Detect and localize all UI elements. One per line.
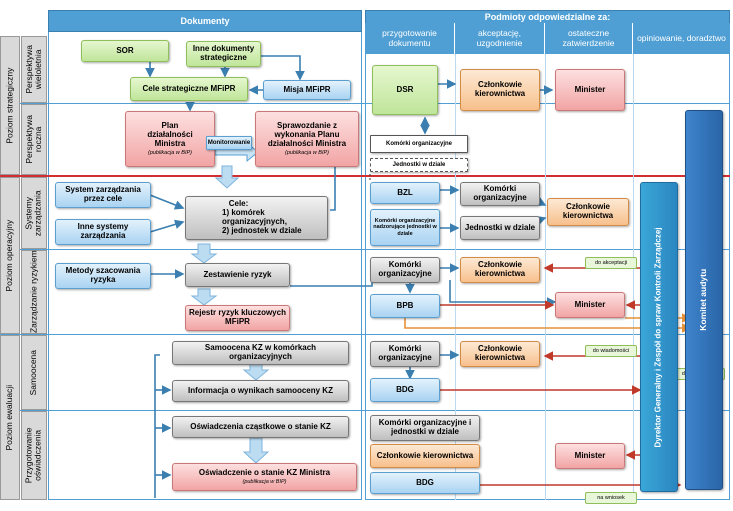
- doc-mbo: System zarządzania przez cele: [55, 182, 151, 208]
- entity-org-units-4: Komórki organizacyjne: [370, 341, 440, 367]
- perspective-systems: Systemy zarządzania: [21, 177, 47, 249]
- perspective-multi-year: Perspektywa wieloletnia: [21, 36, 47, 103]
- entity-members-5: Członkowie kierownictwa: [370, 444, 480, 468]
- entity-units-in-dept-2: Jednostki w dziale: [460, 216, 540, 240]
- entity-director-bar: Dyrektor Generalny i Zespół do spraw Kon…: [640, 182, 678, 492]
- note-accept: do akceptacji: [585, 257, 637, 269]
- doc-self-kz: Samoocena KZ w komórkach organizacyjnych: [172, 341, 349, 365]
- doc-risk-register: Rejestr ryzyk kluczowych MFiPR: [185, 305, 290, 331]
- doc-minister-statement: Oświadczenie o stanie KZ Ministra (publi…: [172, 463, 357, 491]
- doc-strategic-goals: Cele strategiczne MFiPR: [130, 77, 248, 101]
- entity-bdg-2: BDG: [370, 472, 480, 494]
- doc-other-strategic: Inne dokumenty strategiczne: [186, 41, 261, 67]
- entity-minister-1: Minister: [555, 69, 625, 111]
- header-col-approve: ostateczne zatwierdzenie: [545, 23, 633, 54]
- doc-partial-statements: Oświadczenia cząstkowe o stanie KZ: [172, 416, 349, 438]
- doc-risk-methods: Metody szacowania ryzyka: [55, 263, 151, 289]
- entity-members-3: Członkowie kierownictwa: [460, 257, 540, 283]
- header-entities: Podmioty odpowiedzialne za:: [365, 10, 730, 23]
- doc-risk-summary: Zestawienie ryzyk: [185, 263, 290, 287]
- level-operational: Poziom operacyjny: [0, 177, 20, 334]
- header-col-prepare: przygotowanie dokumentu: [365, 23, 455, 54]
- header-col-opinion: opiniowanie, doradztwo: [633, 23, 730, 54]
- entity-org-units-5: Komórki organizacyjne i jednostki w dzia…: [370, 415, 480, 441]
- entity-members-4: Członkowie kierownictwa: [460, 341, 540, 367]
- perspective-self-assessment: Samoocena: [21, 335, 47, 410]
- note-request: na wniosek: [585, 492, 637, 504]
- entity-units-in-dept-1: Jednostki w dziale: [370, 158, 468, 172]
- entity-supervising-units: Komórki organizacyjne nadzorujące jednos…: [370, 209, 440, 246]
- doc-goals: Cele: 1) komórek organizacyjnych, 2) jed…: [185, 196, 328, 240]
- doc-self-results: Informacja o wynikach samooceny KZ: [172, 380, 349, 402]
- header-documents: Dokumenty: [48, 10, 362, 32]
- doc-sor: SOR: [81, 40, 169, 62]
- level-strategic: Poziom strategiczny: [0, 36, 20, 175]
- entity-minister-2: Minister: [555, 292, 625, 318]
- entity-org-units-3: Komórki organizacyjne: [370, 257, 440, 283]
- entity-members-2: Członkowie kierownictwa: [547, 198, 629, 226]
- entity-bdg-1: BDG: [370, 378, 440, 402]
- perspective-annual: Perspektywa roczna: [21, 104, 47, 175]
- header-col-accept: akceptację, uzgodnienie: [455, 23, 545, 54]
- entity-org-units-2: Komórki organizacyjne: [460, 182, 540, 206]
- doc-mission: Misja MFiPR: [263, 80, 351, 100]
- entity-members-1: Członkowie kierownictwa: [460, 69, 540, 111]
- monitoring-arrow-label: Monitorowanie: [206, 136, 252, 150]
- entity-org-units-1: Komórki organizacyjne: [370, 135, 468, 153]
- perspective-risk: Zarządzanie ryzykiem: [21, 250, 47, 334]
- level-evaluation: Poziom ewaluacji: [0, 335, 20, 500]
- entity-dsr: DSR: [372, 65, 438, 115]
- perspective-statement-prep: Przygotowanie oświadczenia: [21, 411, 47, 500]
- doc-report: Sprawozdanie z wykonania Planu działalno…: [255, 111, 359, 167]
- entity-minister-3: Minister: [555, 443, 625, 469]
- doc-other-systems: Inne systemy zarządzania: [55, 219, 151, 245]
- entity-bzl: BZL: [370, 182, 440, 204]
- entity-bpb: BPB: [370, 294, 440, 318]
- entity-audit-bar: Komitet audytu: [685, 110, 723, 490]
- note-info-1: do wiadomości: [585, 345, 637, 357]
- doc-plan: Plan działalności Ministra (publikacja w…: [125, 111, 215, 167]
